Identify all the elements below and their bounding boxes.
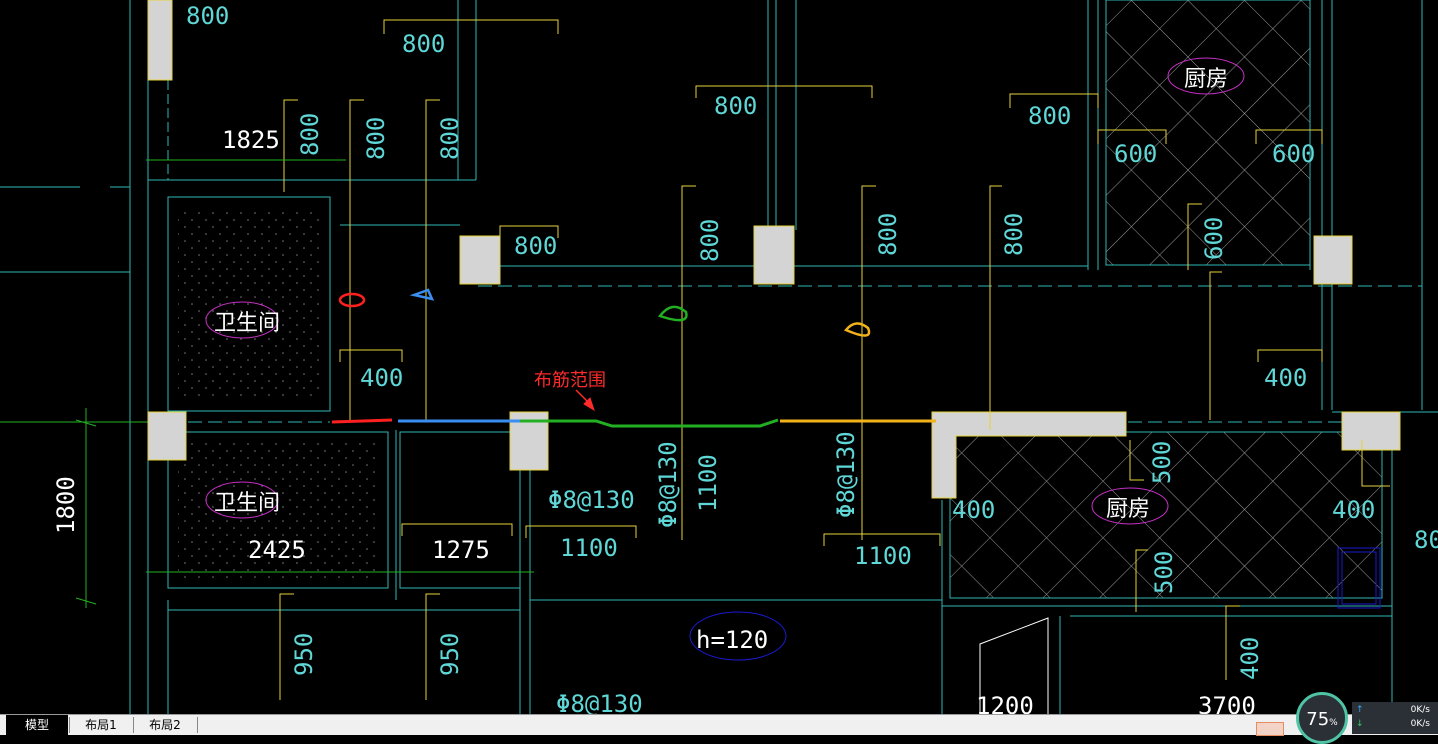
- dim-text: 80: [1414, 526, 1438, 554]
- usage-percent-unit: %: [1329, 718, 1338, 728]
- room-texts: 卫生间 卫生间 厨房 厨房: [214, 67, 1228, 522]
- slab-thickness-label: h=120: [696, 626, 768, 654]
- rebar-range: [331, 418, 936, 428]
- vertical-dimension-texts: 800 800 800 800 800 800 600 500 500 1100…: [52, 113, 1264, 680]
- dim-text: 500: [1150, 551, 1178, 594]
- dim-text: 600: [1200, 217, 1228, 260]
- dim-text: 1100: [694, 454, 722, 512]
- dimension-texts: 800 800 800 800 1825 800 600 600 400 400…: [186, 2, 1438, 714]
- dim-text: 400: [1236, 637, 1264, 680]
- rebar-texts: Φ8@130 Φ8@130 Φ8@130 Φ8@130: [548, 431, 860, 714]
- dim-text: 800: [1028, 102, 1071, 130]
- dim-text: 400: [360, 364, 403, 392]
- rebar-markers: [338, 288, 871, 337]
- dim-text: 800: [714, 92, 757, 120]
- door-symbol: [979, 617, 1049, 714]
- room-ellipses: [205, 57, 1245, 661]
- dim-text: 800: [296, 113, 324, 156]
- usage-gauge: 75%: [1296, 692, 1348, 744]
- download-arrow-icon: ↓: [1356, 719, 1364, 729]
- tab-model[interactable]: 模型: [6, 715, 68, 735]
- rebar-label: Φ8@130: [832, 431, 860, 518]
- dim-text: 500: [1148, 441, 1176, 484]
- usage-percent: 75: [1306, 709, 1330, 730]
- kitchen-area: [949, 0, 1383, 599]
- green-dimension-lines: [20, 159, 534, 608]
- rebar-label: Φ8@130: [548, 486, 635, 514]
- wall-columns: [147, 0, 1401, 499]
- dim-text: 600: [1272, 140, 1315, 168]
- layout-tabbar: 模型 布局1 布局2: [0, 714, 1438, 735]
- room-label-kitchen: 厨房: [1184, 67, 1228, 92]
- cad-model-space[interactable]: 800 800 800 800 1825 800 600 600 400 400…: [0, 0, 1438, 714]
- dim-text: 400: [952, 496, 995, 524]
- dim-text: 2425: [248, 536, 306, 564]
- dim-text: 600: [1114, 140, 1157, 168]
- room-label-bathroom: 卫生间: [214, 311, 280, 336]
- dim-text: 1200: [976, 692, 1034, 714]
- dim-text: 1800: [52, 476, 80, 534]
- dim-text: 1100: [560, 534, 618, 562]
- download-speed: 0K/s: [1410, 719, 1430, 729]
- room-label-bathroom: 卫生间: [214, 491, 280, 516]
- rebar-label: Φ8@130: [556, 690, 643, 714]
- bathroom-dots: [178, 207, 378, 578]
- upload-speed: 0K/s: [1410, 705, 1430, 715]
- tab-divider: [69, 717, 70, 733]
- dim-text: 800: [874, 213, 902, 256]
- network-monitor-widget[interactable]: 75% ↑ 0K/s ↓ 0K/s: [1292, 692, 1438, 744]
- dim-text: 1275: [432, 536, 490, 564]
- dim-text: 3700: [1198, 692, 1256, 714]
- dim-text: 800: [402, 30, 445, 58]
- dim-text: 800: [186, 2, 229, 30]
- upload-arrow-icon: ↑: [1356, 705, 1364, 715]
- dim-text: 400: [1332, 496, 1375, 524]
- dim-text: 800: [362, 117, 390, 160]
- annotation-arrow: [575, 389, 595, 412]
- dim-text: 950: [290, 633, 318, 676]
- dim-text: 400: [1264, 364, 1307, 392]
- dim-text: 800: [696, 219, 724, 262]
- tab-divider: [197, 717, 198, 733]
- speed-panel: ↑ 0K/s ↓ 0K/s: [1352, 702, 1438, 734]
- dim-text: 950: [436, 633, 464, 676]
- room-label-kitchen: 厨房: [1106, 497, 1150, 522]
- rebar-label: Φ8@130: [654, 441, 682, 528]
- dim-text: 1825: [222, 126, 280, 154]
- dim-text: 800: [436, 117, 464, 160]
- window-symbol: [1337, 547, 1381, 609]
- tab-layout2[interactable]: 布局2: [149, 718, 181, 732]
- cad-drawing[interactable]: 800 800 800 800 1825 800 600 600 400 400…: [0, 0, 1438, 714]
- rebar-range-annotation: 布筋范围: [534, 370, 606, 391]
- dim-text: 800: [514, 232, 557, 260]
- dim-text: 800: [1000, 213, 1028, 256]
- tab-layout1[interactable]: 布局1: [85, 718, 117, 732]
- dim-text: 1100: [854, 542, 912, 570]
- tab-divider: [133, 717, 134, 733]
